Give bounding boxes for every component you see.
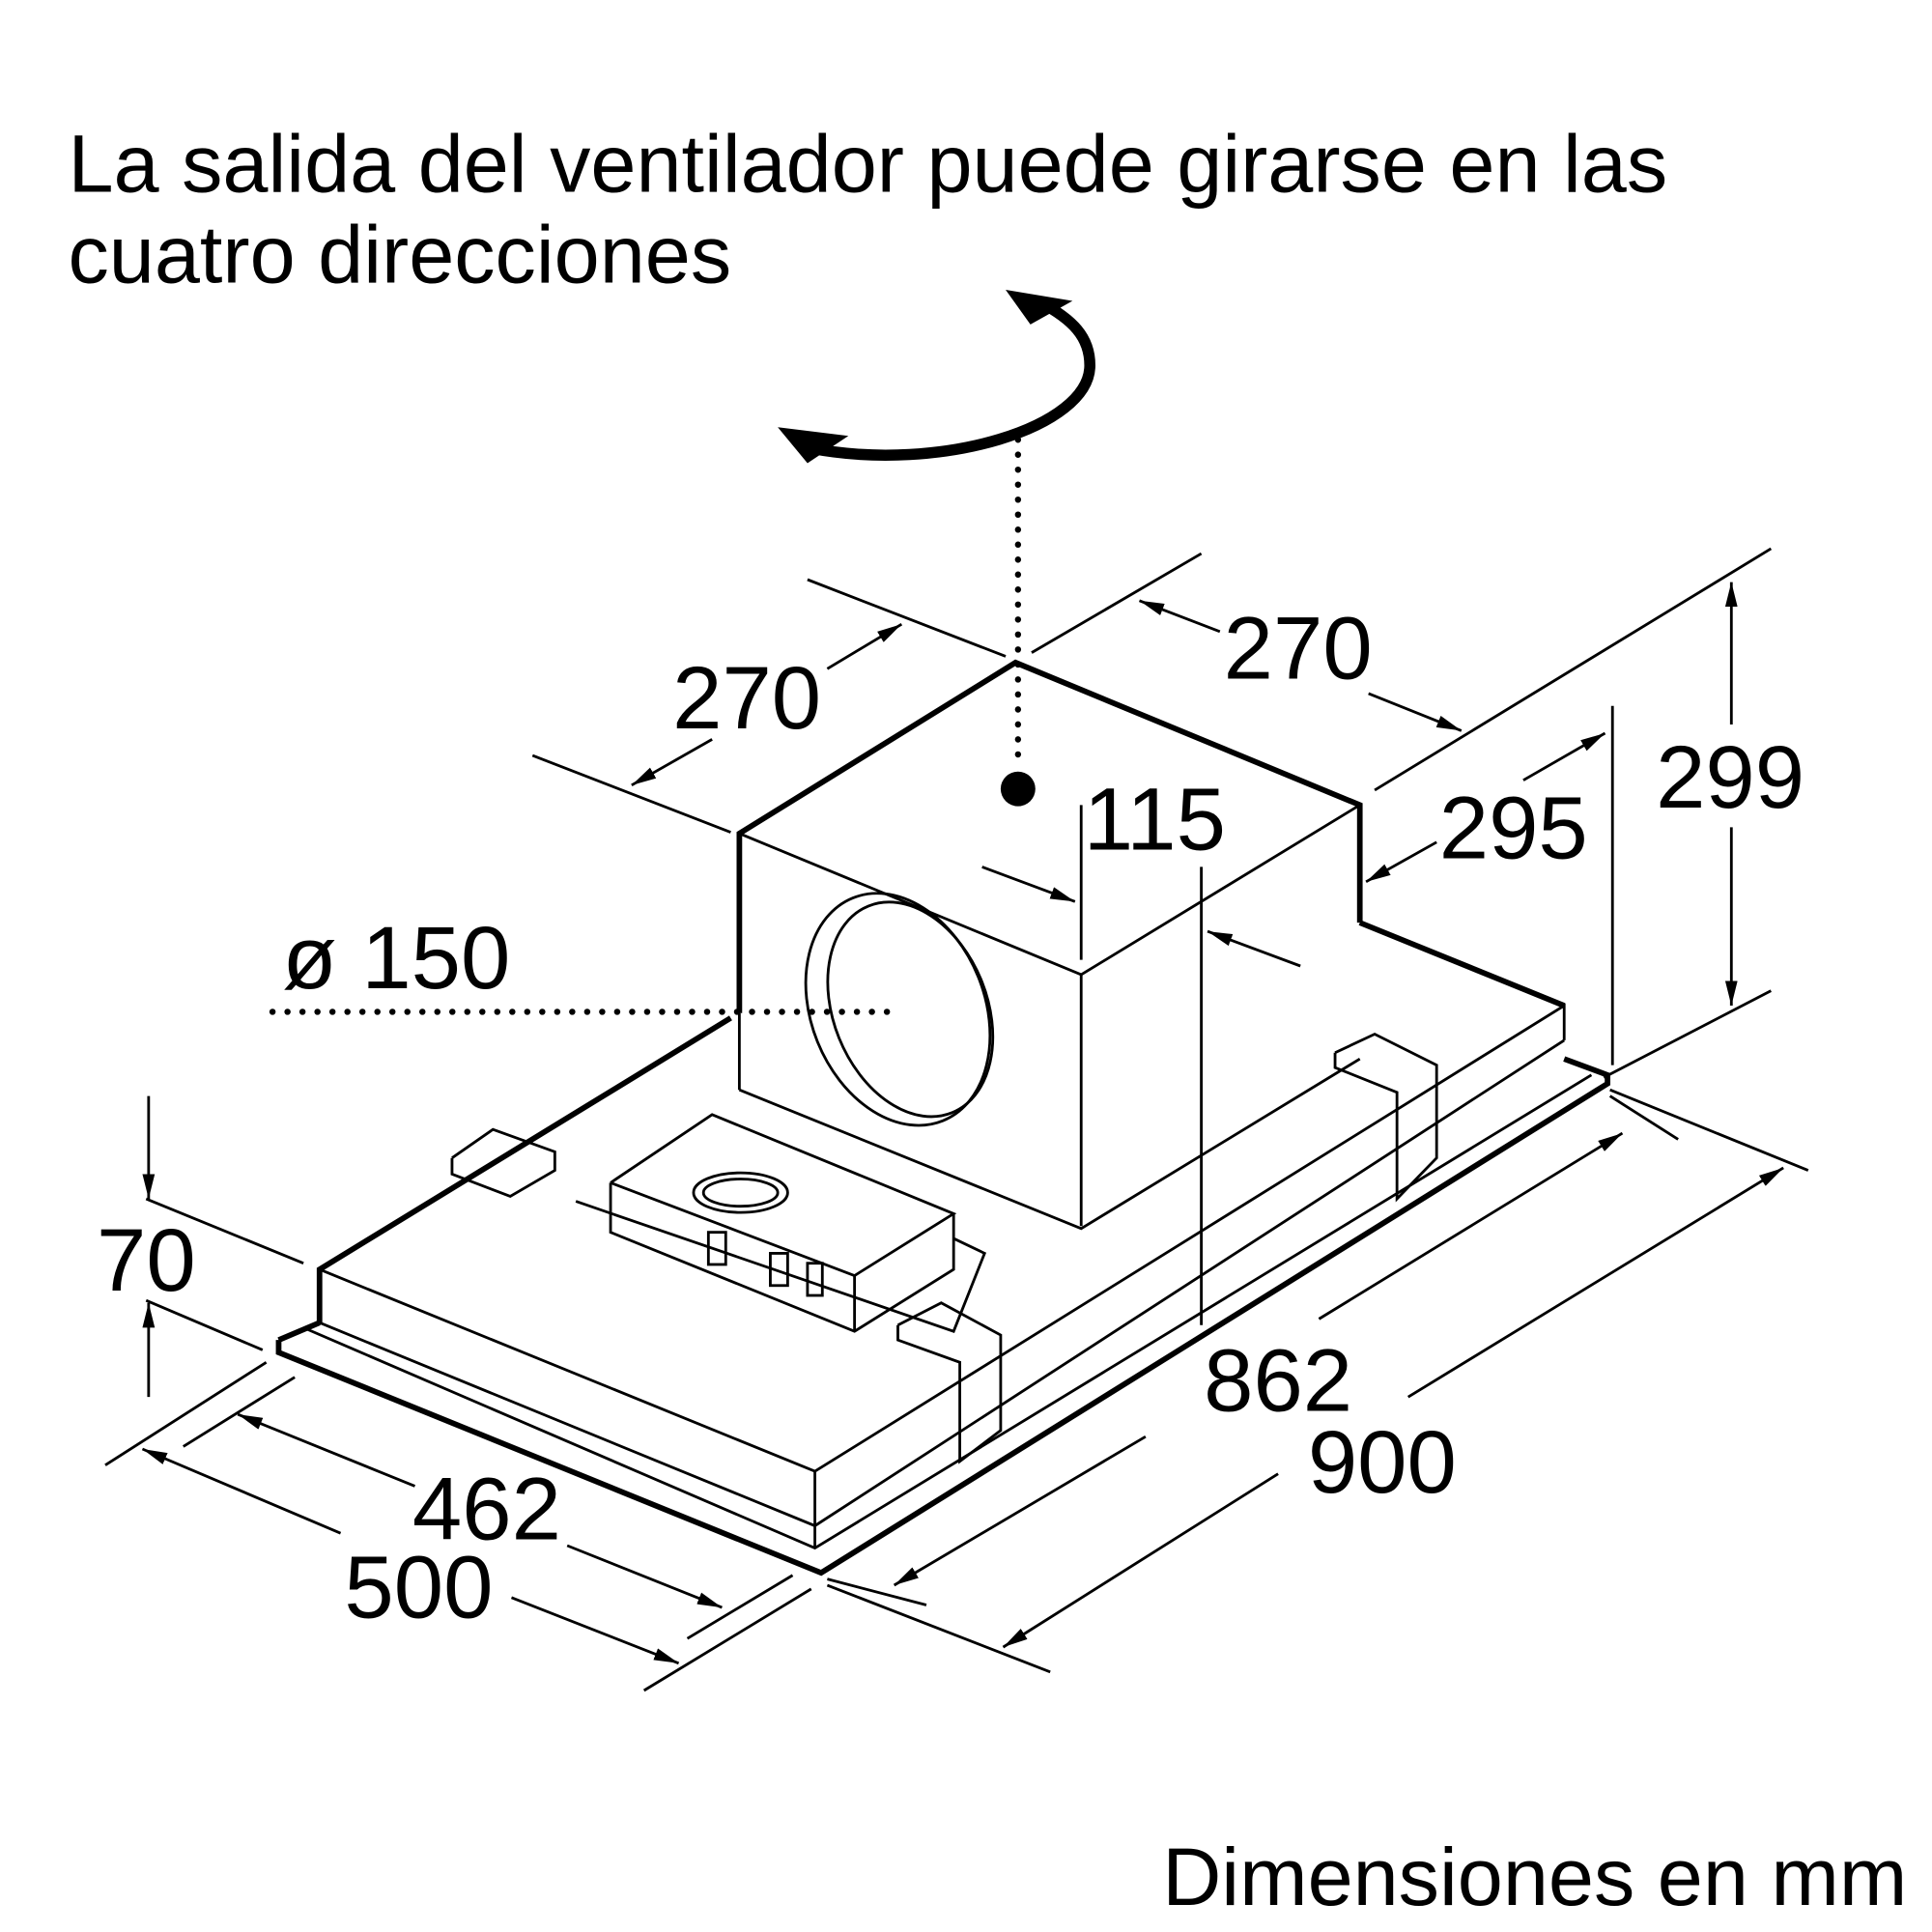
dim-label-270-right: 270 — [1224, 598, 1373, 698]
dim-depth: 462 500 — [104, 1361, 812, 1692]
dim-width: 862 900 — [826, 1088, 1809, 1674]
dim-total-height: 299 — [1603, 582, 1804, 1079]
knob-icon — [692, 1171, 789, 1214]
rotation-center-dot — [1000, 771, 1036, 807]
dim-label-299: 299 — [1656, 726, 1804, 827]
fan-duct-box — [736, 659, 1363, 1231]
dim-outlet-offset: 115 — [981, 768, 1301, 1325]
dim-label-295: 295 — [1439, 777, 1588, 877]
hood-base-body — [275, 920, 1610, 1577]
dim-label-115: 115 — [1084, 768, 1226, 868]
dim-label-270-left: 270 — [672, 647, 821, 748]
dim-label-diameter-150: ø 150 — [282, 907, 510, 1008]
rotation-arrow-icon — [778, 290, 1095, 464]
dim-label-862: 862 — [1204, 1329, 1352, 1430]
units-note: Dimensiones en mm — [1162, 1831, 1907, 1922]
dim-duct-depth: 270 — [531, 578, 1007, 834]
dim-label-70: 70 — [97, 1209, 196, 1310]
dim-base-height: 70 — [97, 1095, 304, 1398]
dim-duct-height: 295 — [1365, 705, 1614, 1065]
dim-label-900: 900 — [1308, 1411, 1457, 1512]
dim-duct-width: 270 — [1031, 547, 1773, 792]
dim-outlet-diameter: ø 150 — [269, 907, 901, 1015]
dim-label-500: 500 — [344, 1536, 493, 1636]
control-box — [575, 1113, 987, 1333]
title-line-2: cuatro direcciones — [69, 208, 732, 299]
title-line-1: La salida del ventilador puede girarse e… — [69, 118, 1668, 210]
dim-label-462: 462 — [412, 1459, 561, 1559]
